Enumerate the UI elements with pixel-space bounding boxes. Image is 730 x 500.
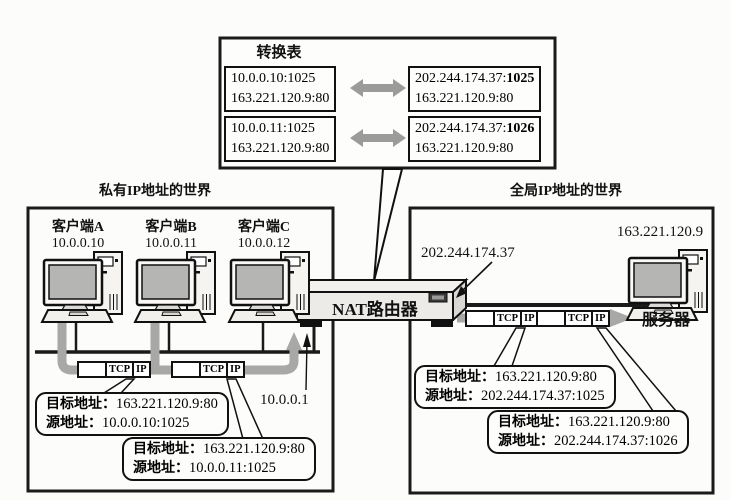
callout-value: 10.0.0.10:1025 [102,415,190,431]
client-ip: 10.0.0.10 [51,236,105,251]
table-port-bold: 1025 [506,71,535,86]
callout-label: 源地址： [133,461,189,476]
client-name: 客户端A [51,220,105,235]
client-ip: 10.0.0.12 [237,236,291,251]
tcpip-packet: TCP IP [171,361,245,378]
router-global-ip-label: 202.244.174.37 [421,245,515,261]
table-value: 202.244.174.37:1026 [415,119,534,139]
translation-arrow-icon [350,79,406,97]
callout-value: 163.221.120.9:80 [116,396,218,412]
packet-data-segment [538,312,566,325]
table-port-bold: 1026 [506,121,535,136]
packet-ip-segment: IP [595,313,606,324]
packet-data-segment [79,363,107,376]
private-world-title: 私有IP地址的世界 [99,184,211,199]
tcpip-packet: TCP IP [77,361,151,378]
callout-line: 目标地址：163.221.120.9:80 [133,440,305,459]
callout-value: 202.244.174.37:1026 [554,433,678,449]
callout-value: 163.221.120.9:80 [568,414,670,430]
tcpip-packet: TCP IP [536,310,610,327]
client-ip: 10.0.0.11 [145,236,197,251]
packet-callout-private-a: 目标地址：163.221.120.9:80 源地址：10.0.0.10:1025 [35,392,229,436]
callout-line: 目标地址：163.221.120.9:80 [498,413,678,432]
packet-tcp-segment: TCP [107,363,134,376]
nat-table-global-cell: 202.244.174.37:1026 163.221.120.9:80 [408,116,542,162]
global-world-box [408,206,715,495]
global-world-title: 全局IP地址的世界 [510,184,622,199]
callout-line: 目标地址：163.221.120.9:80 [46,395,218,414]
callout-label: 目标地址： [498,415,568,430]
nat-table-private-cell: 10.0.0.10:1025 163.221.120.9:80 [224,66,337,112]
client-a-computer-icon [40,250,124,324]
callout-line: 源地址：202.244.174.37:1025 [425,387,605,406]
callout-label: 源地址： [46,416,102,431]
flow-up-arrow-icon [286,332,302,350]
nat-router-label: NAT路由器 [332,300,418,319]
tcpip-packet: TCP IP [465,310,539,327]
server-name-label: 服务器 [642,312,691,329]
client-b-computer-icon [133,250,217,324]
packet-ip-segment: IP [136,364,147,375]
callout-value: 163.221.120.9:80 [203,441,305,457]
table-value: 163.221.120.9:80 [415,141,514,156]
table-value: 202.244.174.37: [415,121,507,136]
nat-table-global-cell: 202.244.174.37:1025 163.221.120.9:80 [408,66,542,112]
callout-line: 源地址：10.0.0.10:1025 [46,414,218,433]
client-b-label: 客户端B 10.0.0.11 [121,216,221,252]
client-name: 客户端B [145,220,197,235]
client-c-label: 客户端C 10.0.0.12 [214,216,314,252]
packet-ip-segment: IP [230,364,241,375]
internal-ip-arrow-icon [303,333,311,391]
callout-label: 目标地址： [133,442,203,457]
callout-label: 源地址： [425,389,481,404]
translation-arrow-icon [350,129,406,147]
packet-callout-private-b: 目标地址：163.221.120.9:80 源地址：10.0.0.11:1025 [122,437,316,481]
table-value: 163.221.120.9:80 [231,141,330,156]
callout-line: 目标地址：163.221.120.9:80 [425,368,605,387]
private-world-box [26,206,335,493]
table-to-router-pointer [373,168,404,282]
table-value: 163.221.120.9:80 [231,91,330,106]
packet-tcp-segment: TCP [201,363,228,376]
callout-value: 10.0.0.11:1025 [189,460,276,476]
packet-callout-global-a: 目标地址：163.221.120.9:80 源地址：202.244.174.37… [414,365,616,409]
table-value: 10.0.0.10:1025 [231,71,316,86]
nat-router-icon [294,277,469,327]
packet-tcp-segment: TCP [495,312,522,325]
packet-callout-global-b: 目标地址：163.221.120.9:80 源地址：202.244.174.37… [487,410,689,454]
callout-value: 163.221.120.9:80 [495,369,597,385]
table-value: 202.244.174.37:1025 [415,69,534,89]
packet-data-segment [173,363,201,376]
client-name: 客户端C [237,220,291,235]
packet-data-segment [467,312,495,325]
client-a-label: 客户端A 10.0.0.10 [28,216,128,252]
table-value: 202.244.174.37: [415,71,507,86]
nat-table-title: 转换表 [256,45,302,61]
callout-label: 源地址： [498,434,554,449]
table-value: 10.0.0.11:1025 [231,121,315,136]
server-ip-label: 163.221.120.9 [616,224,704,240]
packet-ip-segment: IP [524,313,535,324]
nat-table-private-cell: 10.0.0.11:1025 163.221.120.9:80 [224,116,337,162]
router-internal-ip-label: 10.0.0.1 [260,392,309,408]
callout-value: 202.244.174.37:1025 [481,388,605,404]
callout-line: 源地址：202.244.174.37:1026 [498,432,678,451]
callout-line: 源地址：10.0.0.11:1025 [133,459,305,478]
table-value: 163.221.120.9:80 [415,91,514,106]
packet-tcp-segment: TCP [566,312,593,325]
client-c-computer-icon [227,250,311,324]
callout-label: 目标地址： [425,370,495,385]
flow-right-arrow-icon [610,309,633,327]
global-ip-arrow-icon [456,261,493,298]
callout-label: 目标地址： [46,397,116,412]
